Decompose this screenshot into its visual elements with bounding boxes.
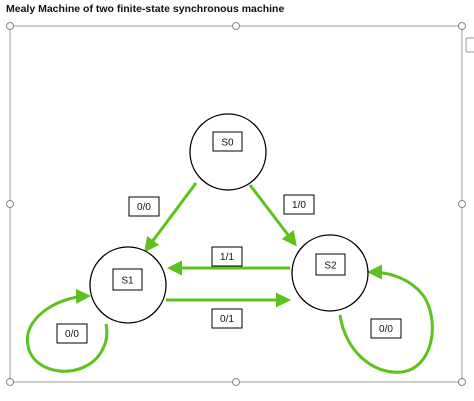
svg-text:0/0: 0/0 xyxy=(379,324,393,335)
label-s2-self: 0/0 xyxy=(370,318,402,339)
svg-text:1/1: 1/1 xyxy=(220,252,234,263)
label-s2-to-s1: 1/1 xyxy=(211,246,243,267)
edge-s2-self-loop xyxy=(338,264,434,374)
resize-handle-left[interactable] xyxy=(6,200,14,208)
svg-text:0/0: 0/0 xyxy=(65,329,79,340)
resize-handle-bottom-left[interactable] xyxy=(6,378,14,386)
resize-handle-bottom-right[interactable] xyxy=(458,378,466,386)
edge-s0-to-s1 xyxy=(144,182,198,253)
state-s1-label: S1 xyxy=(121,276,134,287)
edge-s1-self-loop xyxy=(25,288,109,373)
diagram-title: Mealy Machine of two finite-state synchr… xyxy=(6,3,285,15)
resize-handle-bottom[interactable] xyxy=(232,378,240,386)
edge-s0-to-s2 xyxy=(248,184,297,247)
svg-text:0/1: 0/1 xyxy=(220,314,234,325)
svg-text:0/0: 0/0 xyxy=(137,202,151,213)
selection-frame[interactable] xyxy=(6,22,474,386)
state-s2-label: S2 xyxy=(324,261,337,272)
svg-text:1/0: 1/0 xyxy=(292,200,306,211)
label-s0-to-s1: 0/0 xyxy=(128,196,160,217)
label-s1-self: 0/0 xyxy=(56,323,88,344)
resize-handle-top-left[interactable] xyxy=(6,22,14,30)
label-s1-to-s2: 0/1 xyxy=(211,308,243,329)
resize-handle-top-right[interactable] xyxy=(458,22,466,30)
state-s2: S2 xyxy=(291,234,369,312)
resize-handle-right[interactable] xyxy=(458,200,466,208)
state-s1: S1 xyxy=(89,246,167,324)
layout-options-tab[interactable] xyxy=(465,37,474,53)
label-s0-to-s2: 1/0 xyxy=(283,194,315,215)
state-s0: S0 xyxy=(189,113,267,191)
state-s0-label: S0 xyxy=(221,138,234,149)
resize-handle-top[interactable] xyxy=(232,22,240,30)
